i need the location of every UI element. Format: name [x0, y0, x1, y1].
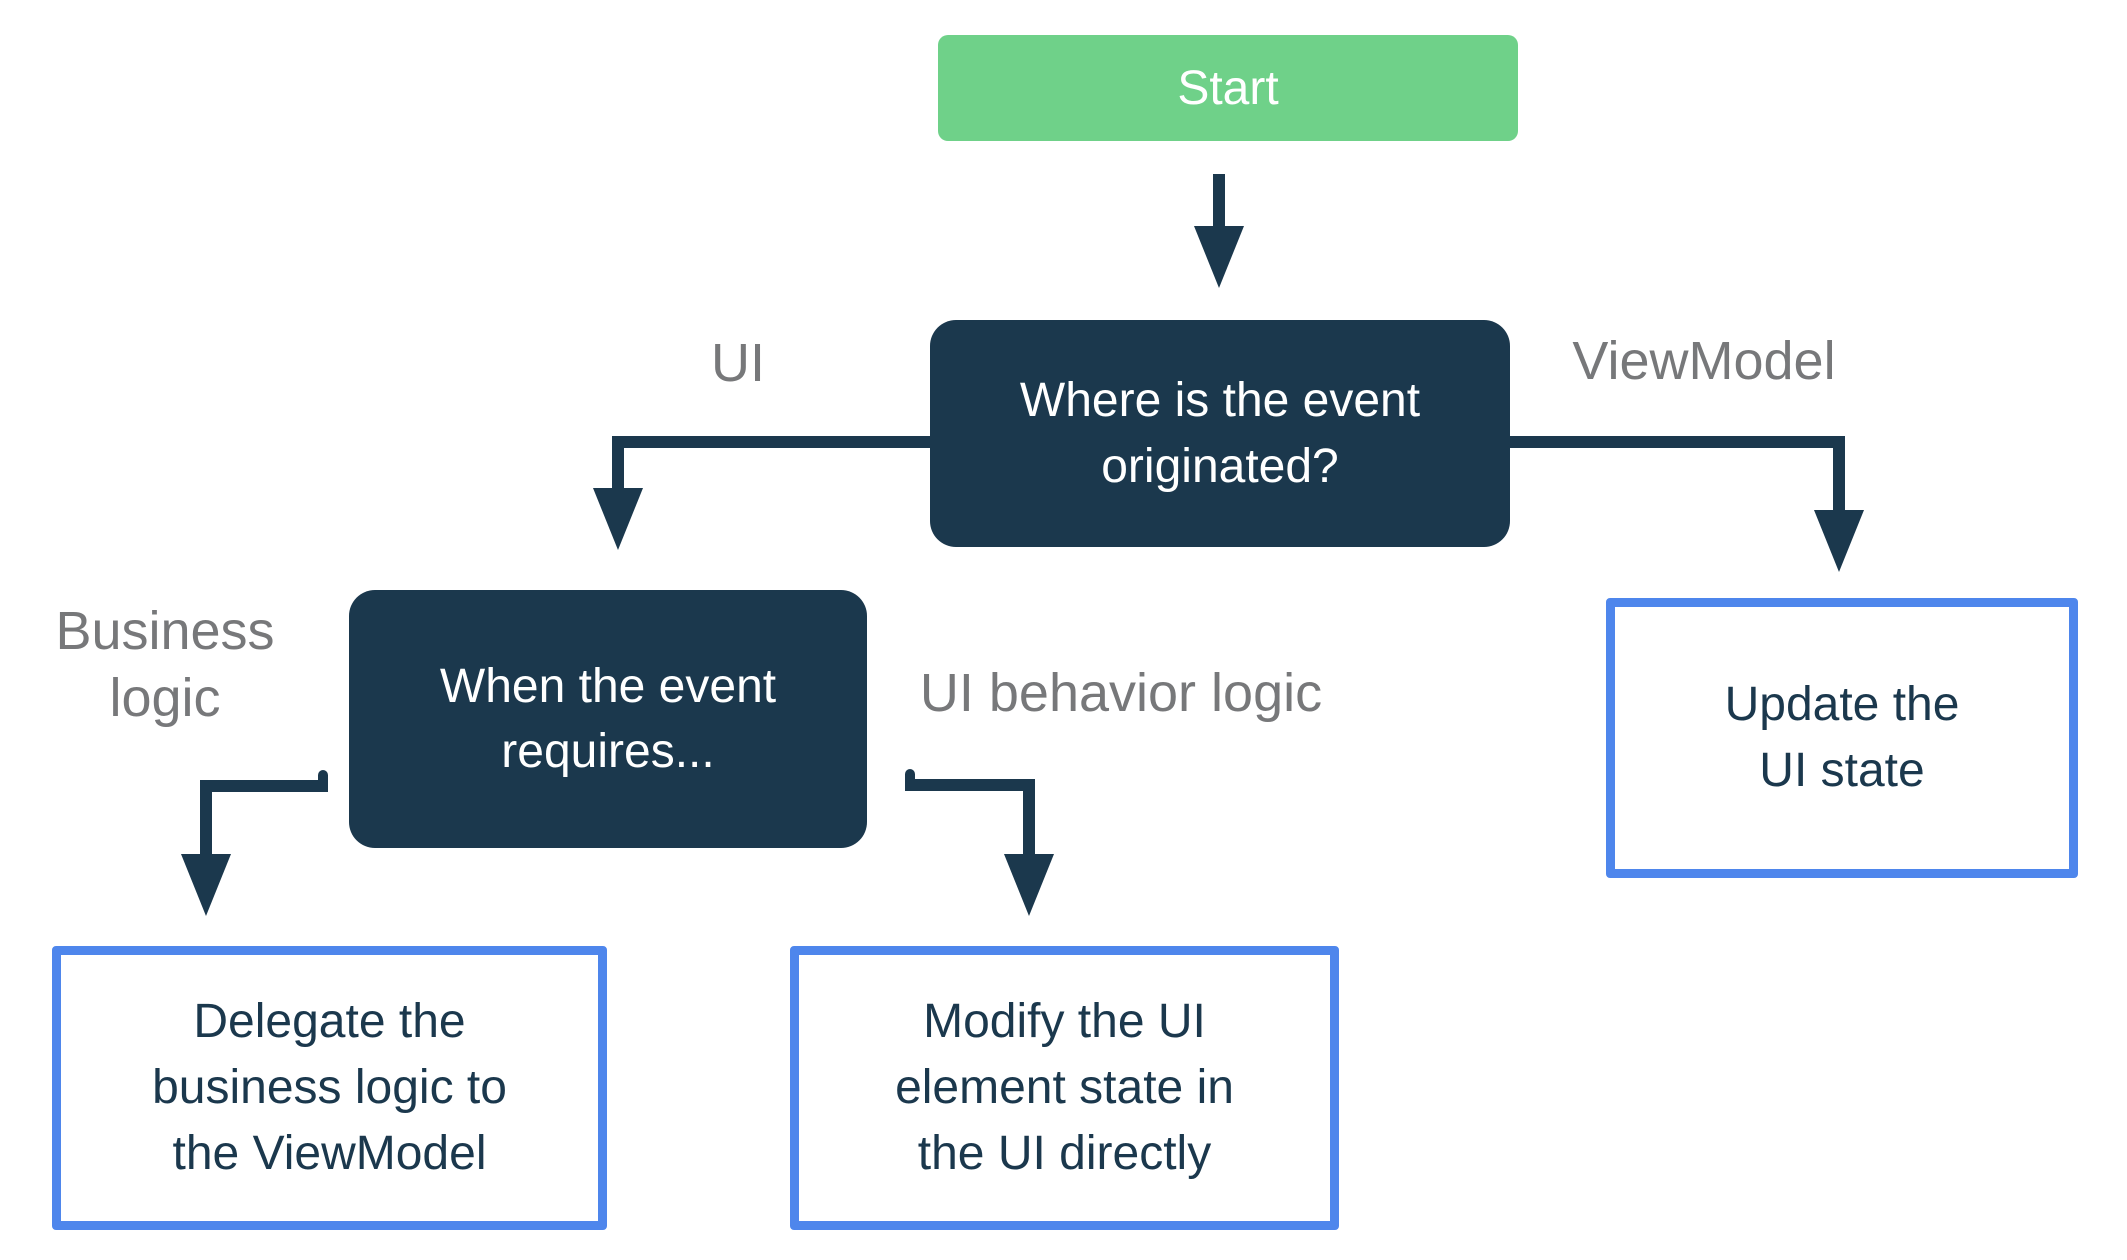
- arrow-segment: [318, 770, 328, 784]
- arrow-segment: [612, 436, 624, 490]
- arrow-segment: [1833, 436, 1845, 512]
- arrow-segment: [1213, 174, 1225, 228]
- arrow-head: [1004, 854, 1054, 916]
- start-node: Start: [938, 35, 1518, 141]
- arrow-segment: [905, 779, 1035, 791]
- edge-label-ui-behavior-logic: UI behavior logic: [919, 663, 1323, 723]
- outcome-delegate-business-logic: Delegate the business logic to the ViewM…: [52, 946, 607, 1230]
- edge-label-business-logic: Business logic: [55, 601, 275, 728]
- arrow-head: [593, 488, 643, 550]
- arrow-head: [181, 854, 231, 916]
- decision-where-event-originated: Where is the event originated?: [930, 320, 1510, 547]
- arrow-segment: [1023, 779, 1035, 854]
- arrow-segment: [612, 436, 930, 448]
- arrow-head: [1194, 226, 1244, 288]
- edge-label-ui: UI: [711, 333, 765, 393]
- arrow-head: [1814, 510, 1864, 572]
- arrow-segment: [1510, 436, 1845, 448]
- outcome-update-ui-state: Update the UI state: [1606, 598, 2078, 878]
- arrow-segment: [200, 780, 328, 792]
- edge-label-viewmodel: ViewModel: [1572, 331, 1836, 391]
- arrow-segment: [905, 769, 915, 783]
- arrow-segment: [200, 780, 212, 854]
- decision-when-event-requires: When the event requires...: [349, 590, 867, 848]
- outcome-modify-ui-element: Modify the UI element state in the UI di…: [790, 946, 1339, 1230]
